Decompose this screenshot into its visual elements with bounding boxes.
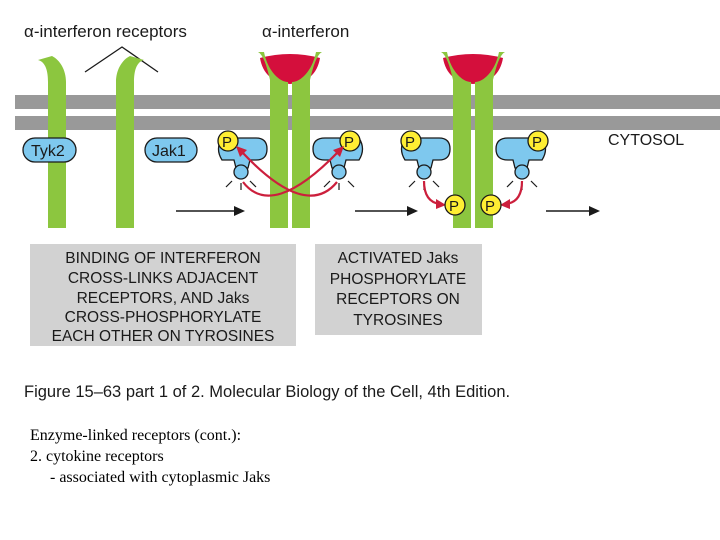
phosphate-label: P [344, 134, 354, 151]
phosphate-receptor-right [480, 194, 502, 216]
phosphate-receptor-left [444, 194, 466, 216]
jak1-label: Jak1 [152, 143, 186, 160]
activity-ticks-stage2 [225, 180, 355, 190]
receptors-label: α-interferon receptors [24, 22, 187, 41]
stage-arrow-1-head [234, 206, 245, 216]
cross-phosphorylation-arrow-1 [242, 151, 339, 197]
lecture-notes: Enzyme-linked receptors (cont.): 2. cyto… [30, 425, 690, 488]
stage-arrow-2-head [407, 206, 418, 216]
ligand-label: α-interferon [262, 22, 349, 41]
membrane-outer-leaflet [15, 95, 720, 109]
caption-left-line: CROSS-PHOSPHORYLATE [65, 309, 262, 326]
stage-arrow-3-head [589, 206, 600, 216]
receptor-stage1-right [116, 56, 144, 228]
receptor-phosphorylation-arrow-left-head [436, 199, 446, 209]
phosphate-label: P [449, 198, 459, 215]
figure-caption: Figure 15–63 part 1 of 2. Molecular Biol… [24, 383, 510, 401]
tyk2-label: Tyk2 [31, 143, 65, 160]
receptor-pointer-line [84, 46, 159, 73]
phosphate-label: P [532, 134, 542, 151]
caption-right-line: PHOSPHORYLATE [330, 271, 466, 288]
cross-phosphorylation-arrow-2 [241, 151, 338, 197]
cross-phosphorylation-arrow-2-head [236, 146, 247, 157]
jak-stage3-right-knob [514, 164, 530, 180]
cross-phosphorylation-arrow-1-head [333, 146, 344, 157]
receptor-phosphorylation-arrow-right-head [500, 199, 510, 209]
caption-left-line: RECEPTORS, AND Jaks [77, 290, 250, 307]
jak-stage2-left-knob [233, 164, 249, 180]
phosphate-label: P [485, 198, 495, 215]
caption-left-line: CROSS-LINKS ADJACENT [68, 270, 259, 287]
jak-stage3-left-knob [416, 164, 432, 180]
notes-line: - associated with cytoplasmic Jaks [30, 469, 271, 486]
caption-right-line: RECEPTORS ON [336, 291, 460, 308]
notes-line: Enzyme-linked receptors (cont.): [30, 427, 242, 444]
caption-box-right [315, 244, 482, 335]
interferon-signaling-diagram: α-interferon receptors α-interferon CYTO… [15, 22, 720, 401]
jak1-kinase [144, 137, 198, 163]
caption-box-left [30, 244, 296, 346]
phosphate-jak-left [400, 130, 422, 152]
phosphate-jak-right [339, 130, 361, 152]
tyk2-kinase [22, 137, 77, 163]
caption-right-line: TYROSINES [353, 312, 443, 329]
phosphate-jak-left [217, 130, 239, 152]
phosphate-jak-right [527, 130, 549, 152]
cytosol-label: CYTOSOL [608, 132, 684, 149]
caption-left-line: EACH OTHER ON TYROSINES [52, 328, 275, 345]
phosphate-label: P [222, 134, 232, 151]
membrane-inner-leaflet [15, 116, 720, 130]
receptor-stage3-left [441, 52, 471, 228]
caption-right-line: ACTIVATED Jaks [338, 250, 459, 267]
activity-ticks-stage3 [408, 180, 538, 190]
jak-stage2-right-knob [331, 164, 347, 180]
caption-left-line: BINDING OF INTERFERON [65, 250, 260, 267]
receptor-stage3-right [475, 52, 505, 228]
notes-line: 2. cytokine receptors [30, 448, 164, 465]
phosphate-label: P [405, 134, 415, 151]
